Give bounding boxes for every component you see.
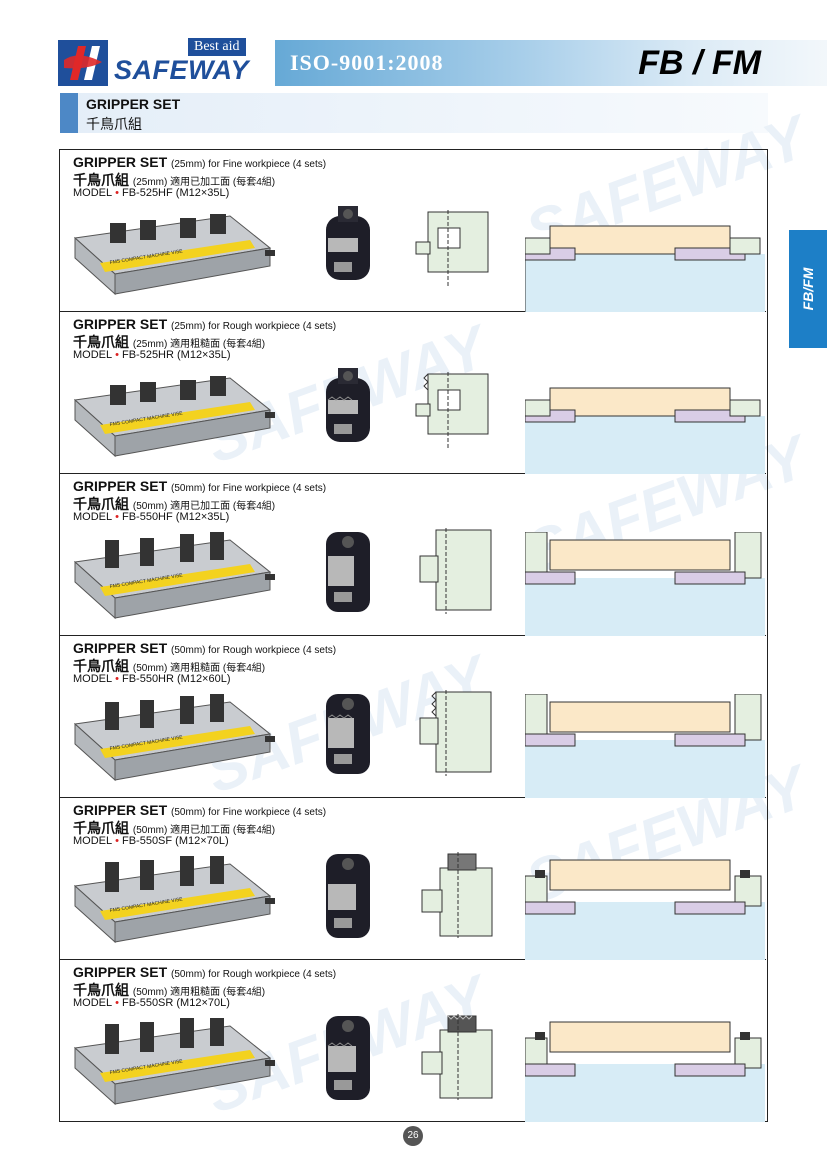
vise-image: FMS COMPACT MACHINE VISE [73, 856, 275, 944]
gripper-part-image [326, 532, 370, 612]
setup-diagram [525, 532, 765, 636]
gripper-side-view [419, 528, 492, 614]
item-name-en: GRIPPER SET (50mm) for Fine workpiece (4… [73, 478, 327, 494]
item-name-zh: 千鳥爪組 (50mm) 適用粗糙面 (每套4組) [73, 982, 266, 998]
section-title-en: GRIPPER SET [86, 96, 181, 112]
item-name-zh: 千鳥爪組 (25mm) 適用粗糙面 (每套4組) [73, 334, 266, 350]
vise-image: FMS COMPACT MACHINE VISE [73, 376, 275, 458]
gripper-side-view [419, 690, 492, 776]
gripper-part-image [326, 694, 370, 774]
side-tab-label: FB/FM [800, 267, 816, 311]
gripper-part-image [326, 206, 370, 280]
gripper-part-image [326, 854, 370, 938]
section-accent [60, 93, 78, 133]
best-aid-badge: Best aid [188, 38, 246, 56]
item-model: MODEL•FB-550SF (M12×70L) [73, 835, 229, 847]
product-row: GRIPPER SET (50mm) for Rough workpiece (… [60, 960, 766, 1122]
item-name-en: GRIPPER SET (50mm) for Fine workpiece (4… [73, 802, 327, 818]
gripper-part-image [326, 1016, 370, 1100]
item-name-zh: 千鳥爪組 (25mm) 適用已加工面 (每套4組) [73, 172, 276, 188]
item-name-en: GRIPPER SET (50mm) for Rough workpiece (… [73, 964, 337, 980]
page-number: 26 [403, 1126, 423, 1146]
vise-image: FMS COMPACT MACHINE VISE [73, 214, 275, 296]
setup-diagram [525, 225, 765, 312]
product-row: GRIPPER SET (50mm) for Fine workpiece (4… [60, 474, 766, 636]
item-name-en: GRIPPER SET (25mm) for Fine workpiece (4… [73, 154, 327, 170]
item-name-zh: 千鳥爪組 (50mm) 適用已加工面 (每套4組) [73, 820, 276, 836]
item-name-en: GRIPPER SET (25mm) for Rough workpiece (… [73, 316, 337, 332]
item-name-en: GRIPPER SET (50mm) for Rough workpiece (… [73, 640, 337, 656]
gripper-side-view [421, 852, 493, 938]
product-table: GRIPPER SET (25mm) for Fine workpiece (4… [59, 149, 768, 1122]
item-name-zh: 千鳥爪組 (50mm) 適用粗糙面 (每套4組) [73, 658, 266, 674]
setup-diagram [525, 859, 765, 960]
product-row: GRIPPER SET (50mm) for Rough workpiece (… [60, 636, 766, 798]
item-model: MODEL•FB-550HF (M12×35L) [73, 511, 230, 523]
item-name-zh: 千鳥爪組 (50mm) 適用已加工面 (每套4組) [73, 496, 276, 512]
gripper-part-image [326, 368, 370, 442]
setup-diagram [525, 387, 765, 474]
series-title: FB / FM [638, 44, 761, 82]
iso-banner [275, 40, 827, 86]
gripper-side-view [415, 210, 489, 286]
side-tab: FB/FM [789, 230, 827, 348]
safeway-logo-mark-icon [58, 40, 108, 86]
product-row: GRIPPER SET (50mm) for Fine workpiece (4… [60, 798, 766, 960]
product-row: GRIPPER SET (25mm) for Rough workpiece (… [60, 312, 766, 474]
vise-image: FMS COMPACT MACHINE VISE [73, 1018, 275, 1106]
vise-image: FMS COMPACT MACHINE VISE [73, 532, 275, 620]
setup-diagram [525, 1021, 765, 1122]
gripper-side-view [421, 1014, 493, 1100]
item-model: MODEL•FB-525HR (M12×35L) [73, 349, 231, 361]
section-header [60, 93, 768, 133]
setup-diagram [525, 694, 765, 798]
iso-certification: ISO-9001:2008 [290, 50, 444, 75]
section-title-zh: 千鳥爪組 [86, 116, 142, 132]
gripper-side-view [415, 372, 489, 448]
brand-name: SAFEWAY [114, 55, 250, 85]
product-row: GRIPPER SET (25mm) for Fine workpiece (4… [60, 150, 766, 312]
item-model: MODEL•FB-550SR (M12×70L) [73, 997, 230, 1009]
safeway-logo: Best aid SAFEWAY [58, 38, 268, 88]
vise-image: FMS COMPACT MACHINE VISE [73, 694, 275, 782]
item-model: MODEL•FB-525HF (M12×35L) [73, 187, 230, 199]
item-model: MODEL•FB-550HR (M12×60L) [73, 673, 231, 685]
